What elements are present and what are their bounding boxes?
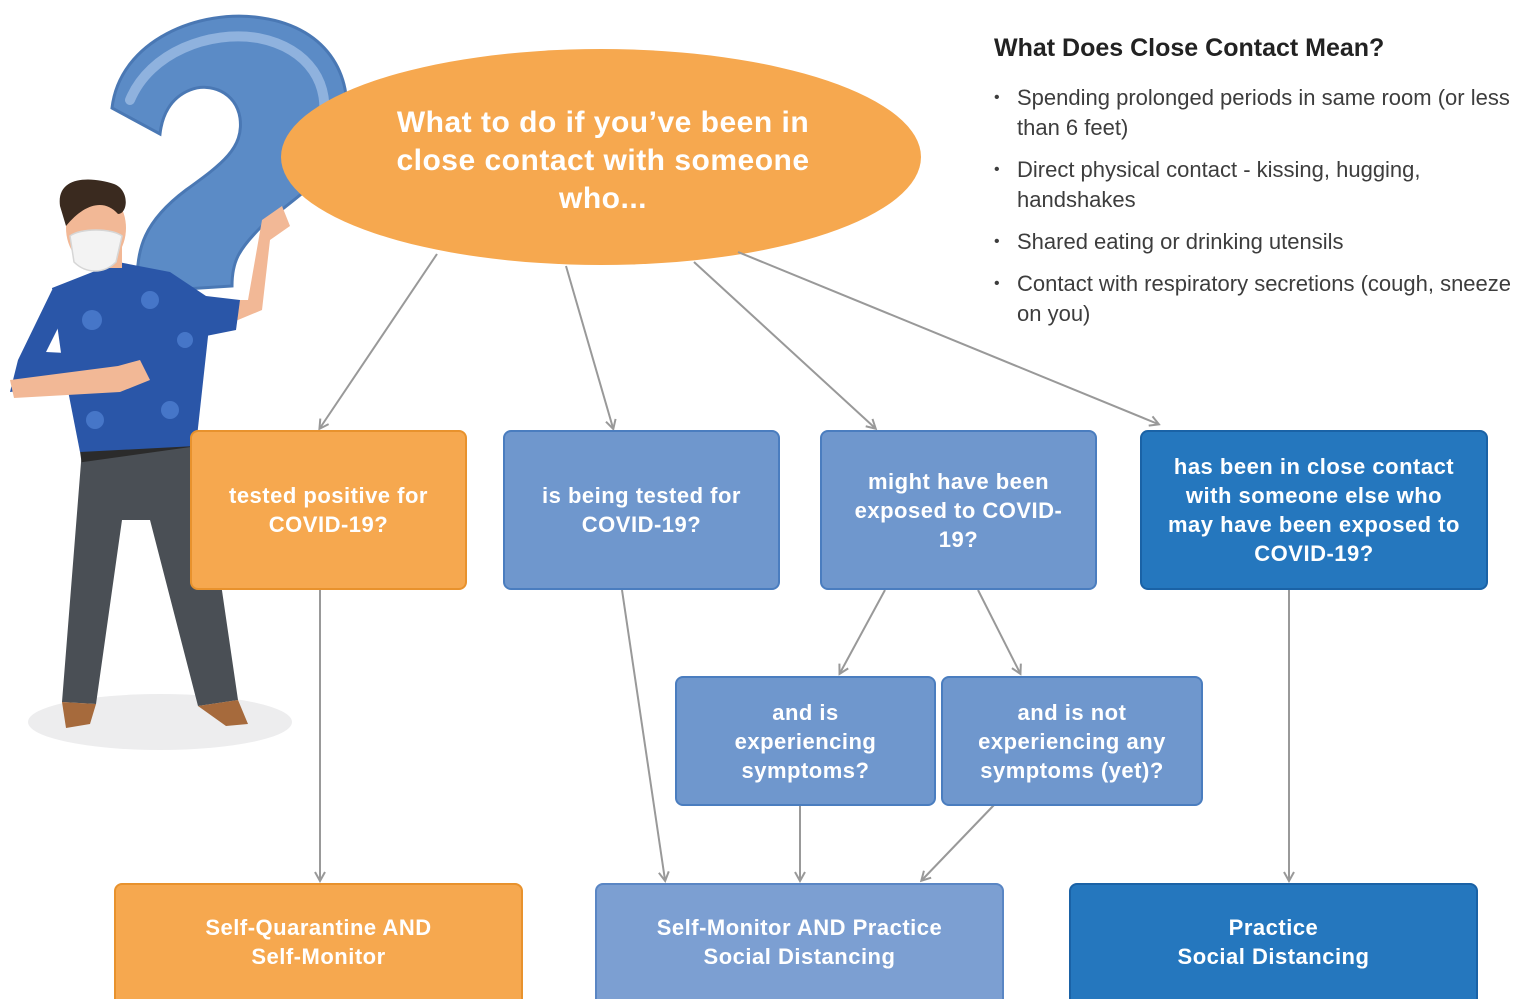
sub-branch-label: and is experiencing symptoms?: [734, 699, 877, 783]
list-item-text: Spending prolonged periods in same room …: [1017, 85, 1510, 140]
bullet-icon: •: [994, 89, 1000, 106]
close-contact-panel: What Does Close Contact Mean? • Spending …: [994, 34, 1511, 341]
close-contact-title: What Does Close Contact Mean?: [994, 34, 1385, 62]
arrow-to-might-exposed: [693, 261, 875, 428]
arrow-to-being-tested: [565, 265, 613, 428]
bullet-icon: •: [994, 233, 1000, 250]
bullet-icon: •: [994, 275, 1000, 292]
list-item: • Direct physical contact - kissing, hugg…: [994, 155, 1537, 215]
branch-label: tested positive for COVID-19?: [229, 483, 428, 537]
outcome-line-2: Social Distancing: [1177, 944, 1370, 969]
question-text: What to do if you’ve been in close conta…: [396, 106, 810, 215]
sub-branch-not-experiencing: and is not experiencing any symptoms (ye…: [941, 676, 1203, 806]
arrow-to-tested-positive: [320, 253, 438, 428]
outcome-line-1: Self-Monitor AND Practice: [656, 915, 943, 940]
question-ellipse-shape: [281, 49, 921, 265]
outcome-self-monitor: Self-Monitor AND Practice Social Distanc…: [595, 883, 1004, 999]
outcome-line-1: Self-Quarantine AND: [205, 915, 432, 940]
arrow-to-experiencing: [840, 589, 886, 673]
branch-contact-with-exposed: has been in close contact with someone e…: [1140, 430, 1488, 590]
list-item-text: Direct physical contact - kissing, huggi…: [1017, 157, 1421, 212]
outcome-line-2: Self-Monitor: [251, 944, 386, 969]
list-item-text: Shared eating or drinking utensils: [1017, 229, 1344, 254]
outcome-self-quarantine: Self-Quarantine AND Self-Monitor: [114, 883, 523, 999]
branch-label: might have been exposed to COVID-19?: [854, 468, 1063, 552]
sub-branch-experiencing: and is experiencing symptoms?: [675, 676, 936, 806]
branch-tested-positive: tested positive for COVID-19?: [190, 430, 467, 590]
branch-being-tested: is being tested for COVID-19?: [503, 430, 780, 590]
close-contact-list: • Spending prolonged periods in same room…: [994, 83, 1511, 329]
sub-branch-label: and is not experiencing any symptoms (ye…: [978, 699, 1166, 783]
flow-arrows: [320, 251, 1289, 880]
outcome-line-2: Social Distancing: [703, 944, 896, 969]
branch-label: is being tested for COVID-19?: [542, 483, 741, 537]
arrow-being-tested-to-self-monitor: [621, 589, 665, 880]
outcome-social-distancing: Practice Social Distancing: [1069, 883, 1478, 999]
bullet-icon: •: [994, 161, 1000, 178]
arrow-to-contact-with-exposed: [737, 251, 1158, 424]
list-item: • Spending prolonged periods in same room…: [994, 83, 1537, 143]
list-item-text: Contact with respiratory secretions (cou…: [1017, 271, 1512, 326]
branch-might-exposed: might have been exposed to COVID-19?: [820, 430, 1097, 590]
list-item: • Shared eating or drinking utensils: [994, 227, 1537, 257]
illustration-layer: [10, 14, 1499, 999]
outcome-line-1: Practice: [1228, 915, 1319, 940]
branch-label: has been in close contact with someone e…: [1168, 454, 1460, 566]
arrow-to-not-experiencing: [977, 589, 1020, 673]
list-item: • Contact with respiratory secretions (co…: [994, 269, 1537, 329]
arrow-not-experiencing-to-self-monitor: [922, 804, 995, 880]
